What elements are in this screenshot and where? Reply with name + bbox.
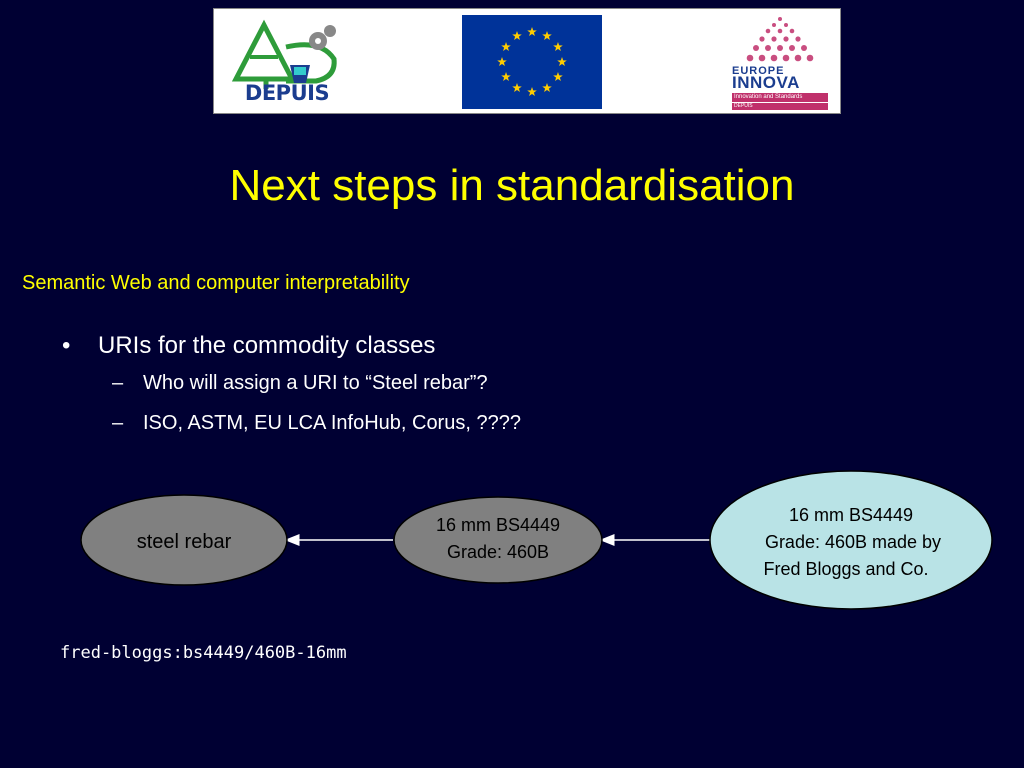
- eu-star-icon: [497, 57, 507, 67]
- innova-logo-main: INNOVA: [732, 73, 800, 92]
- node-steel-rebar: [80, 494, 288, 586]
- eu-star-icon: [557, 57, 567, 67]
- eu-star-icon: [512, 31, 522, 41]
- bullet-text: URIs for the commodity classes: [98, 332, 436, 359]
- innova-logo-top: EUROPE: [732, 65, 785, 77]
- node-fred-bloggs-line3: Fred Bloggs and Co.: [763, 559, 928, 579]
- depuis-logo: [231, 19, 337, 89]
- eu-star-icon: [501, 42, 511, 52]
- uri-diagram: steel rebar 16 mm BS4449 Grade: 460B 16 …: [80, 470, 993, 610]
- node-fred-bloggs-line1: 16 mm BS4449: [789, 505, 913, 525]
- eu-star-icon: [501, 72, 511, 82]
- sub-bullet-text: Who will assign a URI to “Steel rebar”?: [143, 372, 488, 394]
- node-fred-bloggs: [709, 470, 993, 610]
- sub-bullet-marker: –: [112, 412, 124, 434]
- node-bs4449-line1: 16 mm BS4449: [436, 515, 560, 535]
- eu-star-icon: [527, 87, 537, 97]
- sub-bullet-text: ISO, ASTM, EU LCA InfoHub, Corus, ????: [143, 412, 521, 434]
- depuis-logo-text: DEPUIS: [244, 81, 330, 105]
- eu-star-icon: [553, 72, 563, 82]
- eu-star-icon: [542, 31, 552, 41]
- sub-bullet-marker: –: [112, 372, 124, 394]
- europe-innova-logo: EUROPE INNOVA Innovation and Standards D…: [726, 13, 834, 111]
- slide-title: Next steps in standardisation: [229, 161, 795, 210]
- eu-star-icon: [512, 82, 522, 93]
- uri-example: fred-bloggs:bs4449/460B-16mm: [60, 643, 347, 663]
- slide-subtitle: Semantic Web and computer interpretabili…: [22, 272, 410, 294]
- eu-star-icon: [527, 27, 537, 37]
- eu-star-icon: [553, 42, 563, 52]
- logo-banner: DEPUIS EUROPE INNOVA Innovation and Stan…: [213, 8, 841, 114]
- innova-logo-small: DEPUIS: [732, 103, 828, 110]
- innova-dots-icon: [746, 17, 814, 62]
- node-fred-bloggs-line2: Grade: 460B made by: [765, 532, 941, 552]
- innova-logo-tagline: Innovation and Standards: [732, 93, 828, 102]
- bullet-marker: •: [62, 332, 71, 359]
- node-bs4449-line2: Grade: 460B: [447, 542, 549, 562]
- eu-star-icon: [542, 82, 552, 93]
- eu-flag-icon: [462, 15, 602, 109]
- node-steel-rebar-label: steel rebar: [137, 531, 232, 553]
- node-bs4449: [393, 496, 603, 584]
